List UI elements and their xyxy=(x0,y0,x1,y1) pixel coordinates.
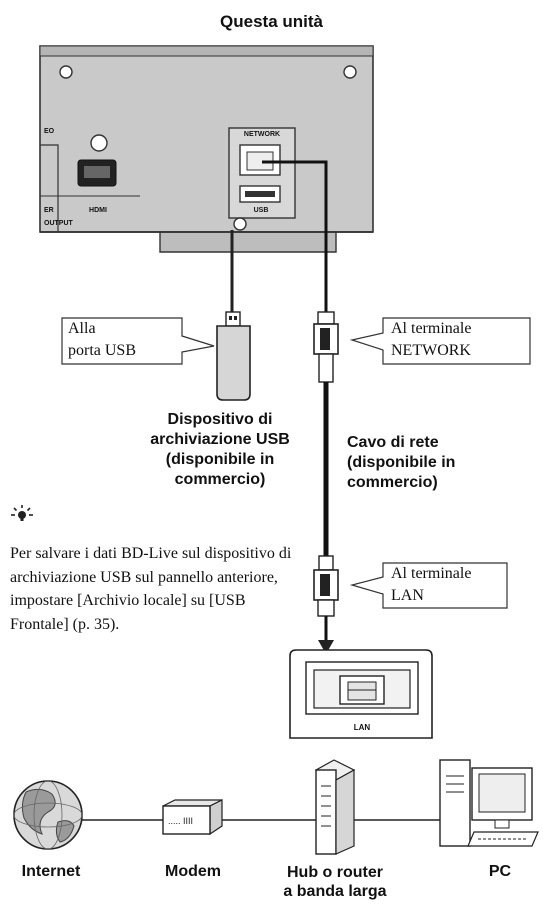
internet-label: Internet xyxy=(21,863,81,880)
callout-network-terminal: Al terminale NETWORK xyxy=(391,320,472,359)
hub-lan-panel xyxy=(289,649,433,739)
globe-icon xyxy=(13,780,83,850)
callout-lan-shape xyxy=(349,562,508,609)
hub-router-icon xyxy=(314,759,356,855)
callout-usb-port: Alla porta USB xyxy=(68,320,136,359)
diagram-title: Questa unità xyxy=(220,12,323,31)
modem-label: Modem xyxy=(165,863,221,880)
usb-device-label: Dispositivo di archiviazione USB (dispon… xyxy=(150,411,290,488)
svg-text:..... IIII: ..... IIII xyxy=(168,816,193,826)
modem-icon: ..... IIII xyxy=(162,799,223,836)
tip-text: Per salvare i dati BD-Live sul dispositi… xyxy=(10,545,292,633)
hdmi-port-label: HDMI xyxy=(89,207,107,214)
callout-lan-terminal: Al terminale LAN xyxy=(391,565,472,604)
hub-label: Hub o router a banda larga xyxy=(283,864,387,900)
lightbulb-icon xyxy=(10,503,34,523)
panel-fragment-eo: EO xyxy=(44,128,55,135)
rj45-plug-top xyxy=(313,311,339,556)
panel-fragment-output: OUTPUT xyxy=(44,220,73,227)
panel-fragment-er: ER xyxy=(44,207,54,214)
usb-port-label: USB xyxy=(253,207,269,214)
network-cable-label: Cavo di rete (disponibile in commercio) xyxy=(347,434,456,491)
usb-stick xyxy=(216,311,251,401)
callout-network-shape xyxy=(349,317,531,365)
player-rear-panel xyxy=(39,45,374,253)
network-cable-top xyxy=(262,160,328,312)
pc-icon xyxy=(439,759,539,847)
pc-label: PC xyxy=(488,863,512,880)
network-port-label: NETWORK xyxy=(243,131,281,138)
callout-usb-shape xyxy=(61,317,215,365)
rj45-plug-bottom xyxy=(313,555,339,654)
lan-port-label: LAN xyxy=(353,723,371,732)
